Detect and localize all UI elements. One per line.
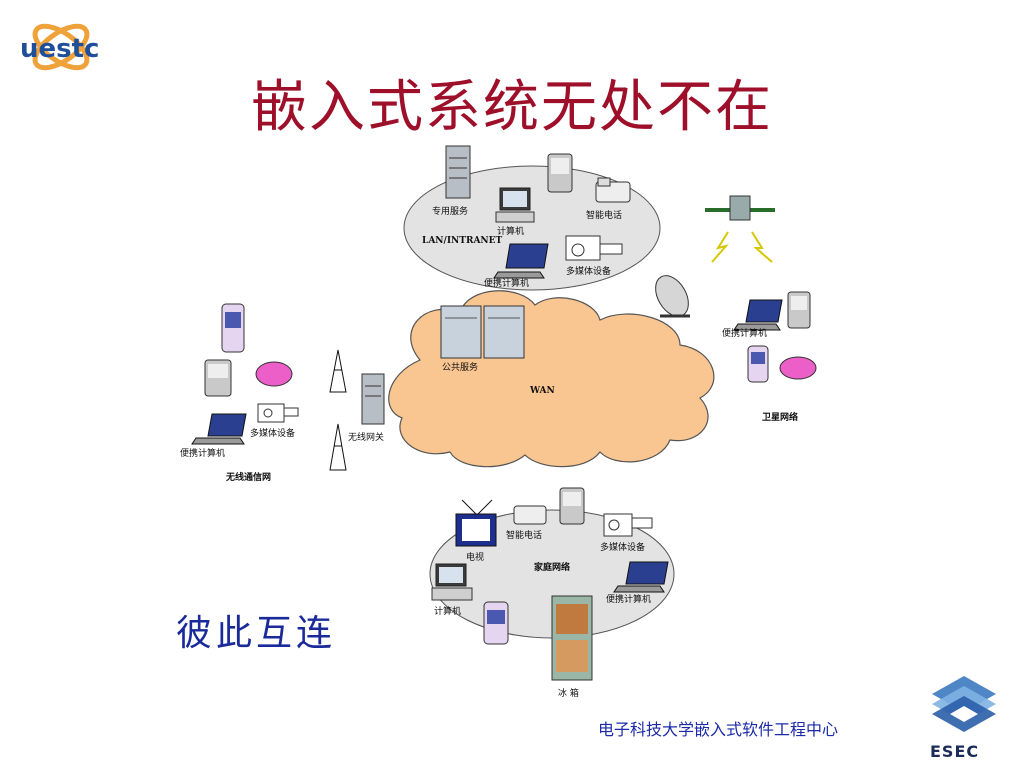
home-name-label: 家庭网络 — [534, 563, 571, 573]
page-title: 嵌入式系统无处不在 — [251, 75, 773, 140]
footer-text: 电子科技大学嵌入式软件工程中心 — [598, 720, 839, 739]
home-phone-label: 智能电话 — [506, 531, 543, 541]
gateway-server-icon — [361, 373, 385, 425]
sat-phone-icon — [747, 345, 769, 383]
home-mobile-icon — [483, 601, 509, 645]
sat-laptop-label: 便携计算机 — [722, 329, 768, 339]
home-laptop-icon — [613, 561, 669, 593]
lan-pda-icon — [547, 153, 573, 193]
logo-text: uestc — [20, 34, 99, 64]
home-tv-label: 电视 — [466, 553, 485, 563]
home-multimedia-label: 多媒体设备 — [600, 543, 646, 553]
home-laptop-label: 便携计算机 — [606, 595, 652, 605]
lan-camera-icon — [565, 235, 623, 261]
uestc-logo: uestc — [16, 14, 106, 80]
home-fridge-label: 冰 箱 — [558, 689, 579, 699]
sat-pda-icon — [787, 291, 811, 329]
lan-phone-icon — [595, 177, 631, 203]
home-tv-icon — [455, 499, 497, 547]
wireless-camera-icon — [257, 403, 299, 423]
lan-multimedia-label: 多媒体设备 — [566, 267, 612, 277]
wireless-car-icon — [255, 361, 293, 387]
sat-laptop-icon — [733, 299, 783, 331]
public-server-icon — [440, 305, 525, 359]
satellite-dish-icon — [655, 275, 690, 318]
sat-car-icon — [779, 356, 817, 380]
gateway-label: 无线网关 — [348, 433, 385, 443]
lan-laptop-icon — [493, 243, 549, 279]
home-camera-icon — [603, 513, 653, 537]
lan-laptop-label: 便携计算机 — [484, 279, 530, 289]
esec-logo-text: ESEC — [930, 742, 980, 761]
home-computer-label: 计算机 — [434, 607, 462, 617]
esec-logo — [924, 664, 1004, 740]
satellite-icon — [705, 195, 775, 263]
subtitle: 彼此互连 — [176, 613, 337, 654]
wireless-multimedia-label: 多媒体设备 — [250, 429, 296, 439]
lan-phone-label: 智能电话 — [586, 211, 623, 221]
lan-name-label: LAN/INTRANET — [422, 236, 503, 246]
wireless-name-label: 无线通信网 — [226, 473, 272, 483]
satellite-name-label: 卫星网络 — [762, 413, 799, 423]
lan-server-icon — [445, 145, 471, 199]
lan-server-label: 专用服务 — [432, 207, 469, 217]
wan-server-label: 公共服务 — [442, 363, 479, 373]
wireless-pda-icon — [204, 359, 232, 397]
lan-computer-label: 计算机 — [497, 227, 525, 237]
wan-name-label: WAN — [530, 386, 555, 396]
wireless-laptop-label: 便携计算机 — [180, 449, 226, 459]
wireless-phone-icon — [221, 303, 245, 353]
home-computer-icon — [431, 563, 473, 601]
home-pda-icon — [559, 487, 585, 525]
wireless-laptop-icon — [191, 413, 247, 445]
home-fridge-icon — [551, 595, 593, 681]
home-phone-icon — [513, 505, 547, 525]
antenna-icon — [329, 349, 347, 471]
lan-computer-icon — [495, 187, 535, 223]
